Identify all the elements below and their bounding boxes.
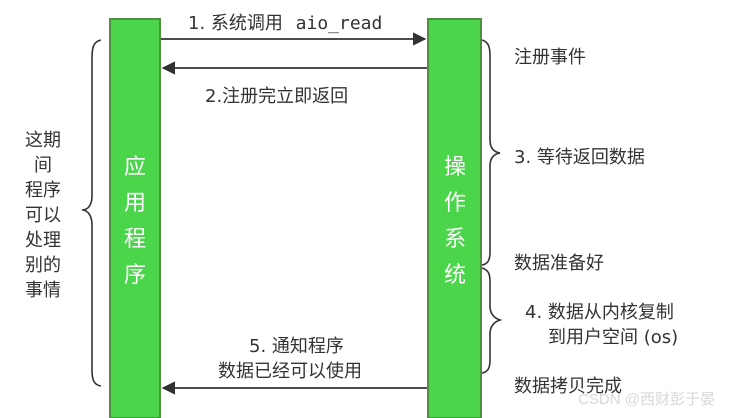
right-note-wait: 3. 等待返回数据 xyxy=(514,147,645,168)
right-note-done: 数据拷贝完成 xyxy=(514,376,622,397)
right-note-register: 注册事件 xyxy=(514,47,586,68)
left-brace xyxy=(81,39,102,387)
left-note-line-5: 处理 xyxy=(25,230,61,251)
return-label: 2.注册完立即返回 xyxy=(205,86,348,107)
left-note-line-3: 程序 xyxy=(25,180,61,201)
right-brace-register xyxy=(481,39,501,266)
right-note-copy-line-1: 4. 数据从内核复制 xyxy=(525,302,674,323)
right-note-ready: 数据准备好 xyxy=(514,253,604,274)
application-box-char-1: 应 xyxy=(124,155,146,180)
watermark: CSDN @西财彭于晏 xyxy=(578,391,715,408)
left-note-line-7: 事情 xyxy=(25,280,61,301)
operating-system-box-char-1: 操 xyxy=(444,155,466,180)
call-label-code: aio_read xyxy=(296,13,383,34)
operating-system-box-char-4: 统 xyxy=(444,263,466,288)
operating-system-box-char-3: 系 xyxy=(444,227,466,252)
right-note-copy-line-2: 到用户空间 (os) xyxy=(548,327,678,348)
notify-label-line-1: 5. 通知程序 xyxy=(249,336,344,357)
left-note-line-6: 别的 xyxy=(25,255,61,276)
operating-system-box-char-2: 作 xyxy=(444,191,466,216)
operating-system-box xyxy=(427,18,482,418)
application-box xyxy=(109,18,161,418)
right-brace-copy xyxy=(481,267,503,374)
call-label: 1. 系统调用 aio_read xyxy=(188,13,382,34)
application-box-char-4: 序 xyxy=(124,263,146,288)
notify-label-line-2: 数据已经可以使用 xyxy=(218,361,362,382)
left-note-line-1: 这期 xyxy=(25,130,61,151)
application-box-char-2: 用 xyxy=(124,191,146,216)
call-label-prefix: 1. 系统调用 xyxy=(188,13,283,34)
application-box-char-3: 程 xyxy=(124,227,146,252)
left-note-line-4: 可以 xyxy=(25,205,61,226)
left-note-line-2: 间 xyxy=(34,155,52,176)
